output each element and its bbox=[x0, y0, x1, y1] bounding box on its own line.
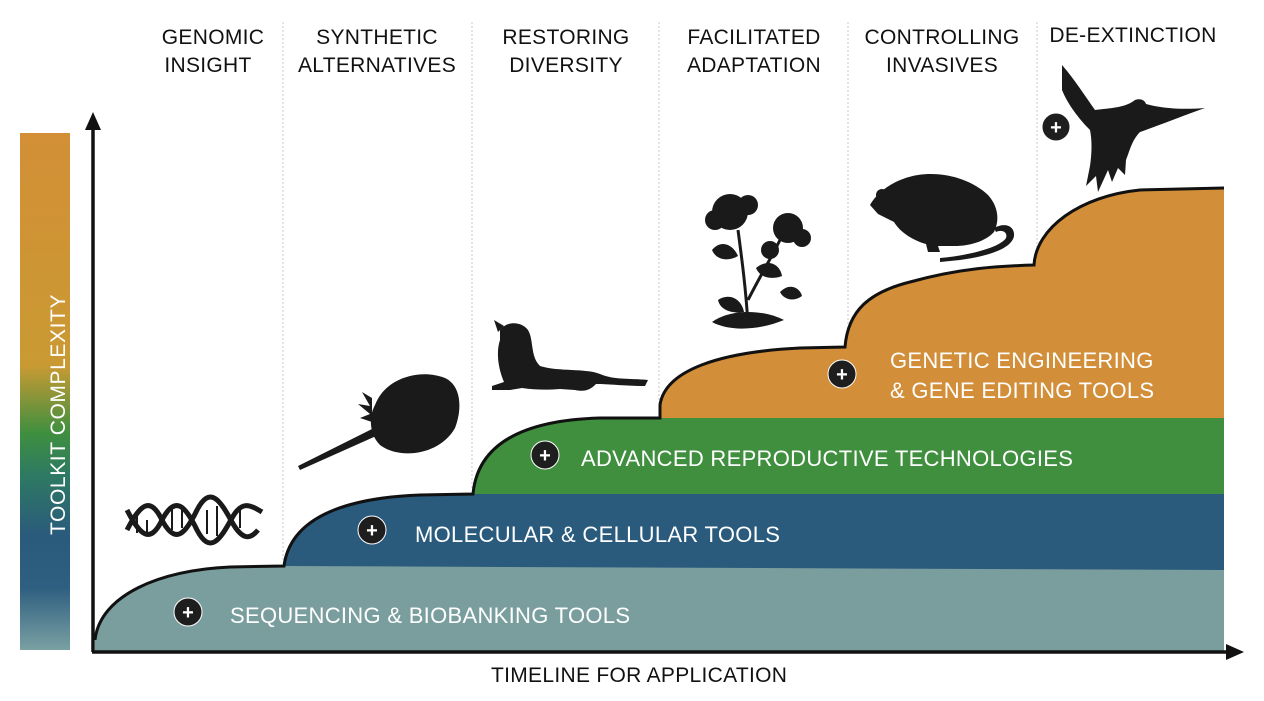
rat-icon bbox=[870, 174, 1015, 262]
phase-2-line2: ALTERNATIVES bbox=[298, 54, 456, 77]
phase-dividers bbox=[282, 22, 1038, 560]
phase-headings: GENOMIC INSIGHT SYNTHETIC ALTERNATIVES R… bbox=[162, 24, 1217, 77]
x-axis-arrow-icon bbox=[1226, 644, 1244, 660]
complexity-gradient-bar bbox=[20, 133, 70, 650]
dna-icon bbox=[124, 494, 264, 546]
ferret-icon bbox=[492, 320, 648, 391]
layer-sequencing bbox=[95, 566, 1224, 652]
phase-6-line1: DE-EXTINCTION bbox=[1049, 24, 1216, 47]
layer-genetic-label-line2: & GENE EDITING TOOLS bbox=[890, 378, 1154, 403]
phase-3-line1: RESTORING bbox=[502, 26, 629, 49]
plus-button-molecular[interactable]: + bbox=[357, 515, 387, 545]
axes bbox=[85, 112, 1244, 660]
layer-reproductive-label: ADVANCED REPRODUCTIVE TECHNOLOGIES bbox=[581, 446, 1073, 471]
plus-icon: + bbox=[366, 520, 378, 542]
phase-5-line2: INVASIVES bbox=[886, 54, 998, 77]
plus-button-de-extinction[interactable]: + bbox=[1041, 112, 1071, 142]
layer-molecular-label: MOLECULAR & CELLULAR TOOLS bbox=[415, 522, 780, 547]
layer-genetic-engineering bbox=[660, 188, 1224, 420]
phase-4-line2: ADAPTATION bbox=[687, 54, 821, 77]
phase-3-line2: DIVERSITY bbox=[509, 54, 623, 77]
phase-1-line2: INSIGHT bbox=[164, 54, 251, 77]
plus-icon: + bbox=[836, 364, 848, 386]
plus-button-genetic[interactable]: + bbox=[827, 359, 857, 389]
horseshoe-crab-icon bbox=[298, 374, 460, 470]
phase-4-line1: FACILITATED bbox=[687, 26, 820, 49]
phase-2-line1: SYNTHETIC bbox=[316, 26, 438, 49]
layer-reproductive bbox=[473, 418, 1224, 496]
layer-genetic-label-line1: GENETIC ENGINEERING bbox=[890, 348, 1154, 373]
plus-button-reproductive[interactable]: + bbox=[530, 440, 560, 470]
pigeon-icon bbox=[1062, 65, 1205, 192]
plus-icon: + bbox=[182, 602, 194, 624]
phase-1-line1: GENOMIC bbox=[162, 26, 264, 49]
y-axis-label: TOOLKIT COMPLEXITY bbox=[47, 294, 70, 535]
x-axis-label: TIMELINE FOR APPLICATION bbox=[491, 664, 787, 687]
layer-molecular bbox=[284, 494, 1224, 572]
plus-icon: + bbox=[1050, 117, 1062, 139]
phase-5-line1: CONTROLLING bbox=[865, 26, 1020, 49]
plus-icon: + bbox=[539, 445, 551, 467]
layer-outline bbox=[93, 186, 1225, 641]
y-axis-arrow-icon bbox=[85, 112, 101, 130]
plus-button-sequencing[interactable]: + bbox=[173, 597, 203, 627]
flower-icon bbox=[705, 194, 811, 329]
layer-sequencing-label: SEQUENCING & BIOBANKING TOOLS bbox=[230, 603, 630, 628]
